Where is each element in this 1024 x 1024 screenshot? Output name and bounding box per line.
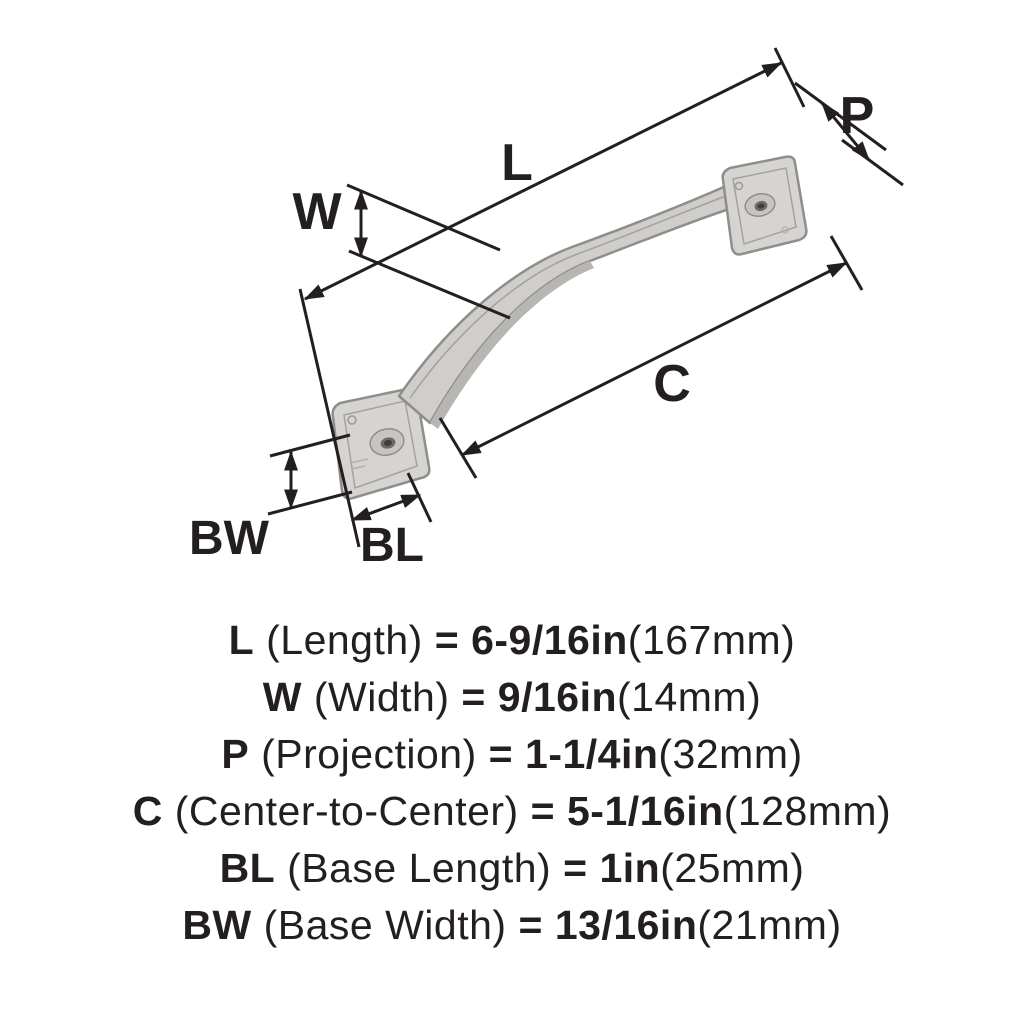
spec-name: (Width) [313, 674, 450, 720]
spec-name: (Base Length) [287, 845, 552, 891]
spec-metric: (25mm) [660, 845, 805, 891]
label-base-length: BL [360, 519, 424, 572]
spec-list: L (Length) = 6-9/16in(167mm) W (Width) =… [0, 612, 1024, 954]
spec-line-center-to-center: C (Center-to-Center) = 5-1/16in(128mm) [0, 783, 1024, 840]
dimension-letters: L W P C BW BL [189, 87, 874, 572]
spec-name: (Projection) [261, 731, 477, 777]
dim-line-center-to-center [460, 261, 848, 457]
witness-left-long [298, 288, 361, 548]
left-base-plate [331, 387, 431, 500]
spec-value: 9/16in [497, 674, 617, 720]
spec-line-length: L (Length) = 6-9/16in(167mm) [0, 612, 1024, 669]
spec-metric: (14mm) [617, 674, 762, 720]
dim-line-length [303, 61, 783, 301]
spec-abbr: BW [182, 902, 252, 948]
dim-line-base-length [350, 493, 422, 522]
left-plate-detail-hole [347, 415, 357, 425]
spec-value: 1in [599, 845, 661, 891]
witness-width-bottom [348, 249, 511, 320]
spec-metric: (21mm) [697, 902, 842, 948]
spec-equals: = [518, 902, 543, 948]
dim-line-projection [820, 101, 871, 162]
strap-under-shade [430, 261, 594, 429]
spec-value: 5-1/16in [566, 788, 724, 834]
label-projection: P [840, 87, 875, 145]
spec-abbr: BL [219, 845, 276, 891]
spec-line-base-length: BL (Base Length) = 1in(25mm) [0, 840, 1024, 897]
label-center-to-center: C [653, 355, 691, 413]
witness-base-length-right [406, 472, 433, 523]
spec-abbr: C [132, 788, 163, 834]
left-plate-stamp-mark [349, 458, 369, 470]
witness-base-width-bottom [267, 490, 353, 516]
spec-value: 13/16in [554, 902, 698, 948]
spec-metric: (167mm) [627, 617, 796, 663]
spec-metric: (32mm) [658, 731, 803, 777]
witness-c2c-right [829, 235, 864, 291]
right-base-plate [721, 155, 808, 256]
spec-metric: (128mm) [723, 788, 892, 834]
spec-line-projection: P (Projection) = 1-1/4in(32mm) [0, 726, 1024, 783]
handle-strap [397, 180, 750, 429]
spec-abbr: P [221, 731, 250, 777]
spec-abbr: L [228, 617, 255, 663]
spec-line-width: W (Width) = 9/16in(14mm) [0, 669, 1024, 726]
spec-name: (Center-to-Center) [174, 788, 519, 834]
spec-name: (Length) [266, 617, 423, 663]
witness-base-width-top [269, 433, 351, 458]
dimension-diagram: L W P C BW BL [189, 47, 904, 572]
spec-value: 1-1/4in [525, 731, 659, 777]
spec-value: 6-9/16in [471, 617, 628, 663]
handle-dimension-drawing: L W P C BW BL [189, 47, 904, 572]
label-base-width: BW [189, 512, 270, 565]
spec-equals: = [530, 788, 556, 834]
label-width: W [292, 183, 342, 241]
spec-equals: = [461, 674, 486, 720]
spec-equals: = [488, 731, 514, 777]
witness-projection-bottom [841, 138, 904, 187]
dimension-lines [267, 47, 904, 548]
spec-equals: = [434, 617, 460, 663]
spec-name: (Base Width) [263, 902, 507, 948]
witness-c2c-left [438, 417, 478, 479]
witness-width-top [346, 183, 501, 252]
spec-abbr: W [262, 674, 302, 720]
spec-equals: = [563, 845, 588, 891]
spec-line-base-width: BW (Base Width) = 13/16in(21mm) [0, 897, 1024, 954]
label-length: L [501, 134, 533, 192]
witness-length-right [773, 47, 806, 108]
